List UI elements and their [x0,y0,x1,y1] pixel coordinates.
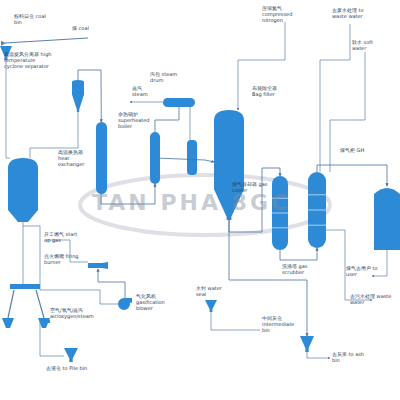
equipment-label: 洗涤塔 gas scrubber [282,264,322,276]
equipment-outline [374,186,400,250]
slag-funnel [38,318,50,328]
stream-label: 压缩氮气 compressed nitrogen [262,6,304,23]
slag-line [23,222,24,284]
tower-ring [272,227,288,228]
watermark-swoosh [80,175,330,235]
soft-water-line [330,52,365,172]
intermediate-bin: 中间灰仓 intermediate bin [300,336,314,352]
seal-line [211,312,260,330]
stream-label: 空气/氧气/蒸汽 air/oxygen/steam [50,308,100,320]
water-seal: 水封 water seal [205,300,217,312]
equipment-label: 高温换热器 heat exchanger [58,150,94,167]
stream-label: 煤 coal [72,26,94,32]
equipment-outline [72,80,84,112]
equipment-shape [64,348,78,362]
slag-cooler [10,284,40,289]
waste-heat-boiler: 余热锅炉 superheated boiler [150,132,160,184]
nitrogen-line [238,22,285,110]
feed-pipe [6,60,10,158]
equipment-label: 煤气柜 GH [340,148,370,154]
stream-label: 软水 soft water [352,40,386,52]
gasification-blower: 气化风机 gasification blower [118,298,132,310]
equipment-shape [205,300,217,312]
process-line [98,269,125,298]
stream-label: 去废水处理 to waste water [332,8,370,20]
stream-label: 开工燃气 start up gas [44,232,78,244]
process-line [229,220,307,336]
gas-holder: 煤气柜 GH [374,186,400,250]
equipment-label: 高温旋风分离器 high temperature cyclone separat… [4,52,52,69]
equipment-label: 汽包 steam drum [150,72,180,84]
equipment-label: 粉料日仓 coal bin [14,14,48,26]
equipment-shape [308,172,326,248]
gasifier-vessel [8,158,38,222]
equipment-shape [150,132,160,184]
equipment-outline [150,132,160,184]
firing-burner: 点火燃嘴 firing burner [88,262,108,269]
gas-out-line [372,250,387,276]
equipment-outline [300,336,314,352]
drum-pipe [190,107,191,140]
steam-drum: 汽包 steam drum [163,98,195,107]
gas-scrubber: 洗涤塔 gas scrubber [308,172,326,248]
slag-cooler-legs [8,290,44,318]
equipment-outline [205,300,217,312]
equipment-outline [163,98,195,107]
cyclone-separator: 高温旋风分离器 high temperature cyclone separat… [72,80,84,112]
equipment-label: 余热锅炉 superheated boiler [118,112,150,129]
equipment-label: 点火燃嘴 firing burner [44,254,86,266]
steam-line [130,102,163,103]
screw-conveyor [44,320,50,323]
equipment-outline [118,298,132,310]
stream-label: 去灰库 to ash bin [332,352,368,364]
heat-exchanger: 高温换热器 heat exchanger [96,122,107,194]
equipment-shape [118,298,132,310]
process-line [317,165,387,186]
equipment-shape [88,262,108,269]
equipment-shape [72,80,84,112]
coal-feed-line [5,38,88,43]
equipment-shape [300,336,314,352]
equipment-outline [308,172,326,248]
stream-label: 煤气去用户 to user [346,266,384,278]
watermark: TAN PHA 8GC [92,190,322,215]
process-line [280,248,317,260]
equipment-outline [64,348,78,362]
tower-ring [308,194,326,195]
equipment-outline [96,122,107,194]
stream-label: 蒸汽 steam [132,86,156,98]
small-vessel [187,140,197,175]
process-line [155,107,179,132]
slag-funnel [2,318,14,328]
tower-ring [308,210,326,211]
equipment-label: 水封 water seal [196,286,226,298]
ash-out-line [307,352,330,358]
stream-label: 去污水处理 waste water [350,294,394,306]
process-line [160,158,214,162]
equipment-shape [374,188,400,250]
equipment-outline [88,262,108,269]
equipment-shape [163,98,195,107]
equipment-label: 气化风机 gasification blower [136,294,178,311]
waste-out-line [326,230,372,300]
slag-bin: 去渣仓 to Pile bin [64,348,78,362]
equipment-label: 布袋除尘器 Bag filter [252,86,288,98]
equipment-shape [96,122,107,194]
equipment-label: 去渣仓 to Pile bin [46,366,90,372]
equipment-label: 中间灰仓 intermediate bin [262,316,302,333]
tower-ring [308,225,326,226]
